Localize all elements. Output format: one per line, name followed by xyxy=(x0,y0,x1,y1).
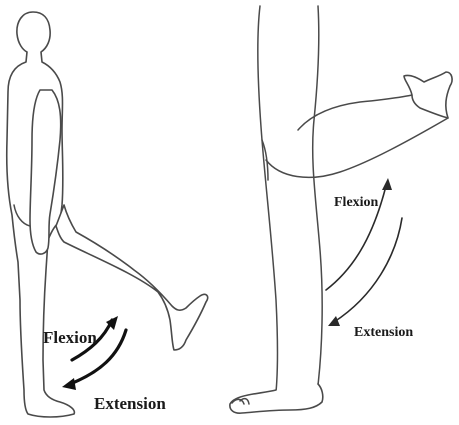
right-extension-arrow xyxy=(334,218,402,322)
raised-thigh-lower xyxy=(266,118,448,177)
standing-leg-front-edge xyxy=(313,6,322,385)
arm xyxy=(30,90,61,254)
standing-leg-back-edge xyxy=(258,6,278,392)
left-panel: Flexion Extension xyxy=(7,12,208,417)
right-flexion-arrowhead xyxy=(382,178,392,190)
right-extension-arrowhead xyxy=(328,316,340,326)
right-panel: Flexion Extension xyxy=(230,6,452,413)
right-flexion-label: Flexion xyxy=(334,195,379,210)
left-flexion-label: Flexion xyxy=(43,328,97,347)
left-extension-label: Extension xyxy=(94,394,166,413)
left-extension-arrowhead xyxy=(62,378,76,390)
raised-foot xyxy=(404,72,452,118)
right-extension-label: Extension xyxy=(354,325,413,340)
